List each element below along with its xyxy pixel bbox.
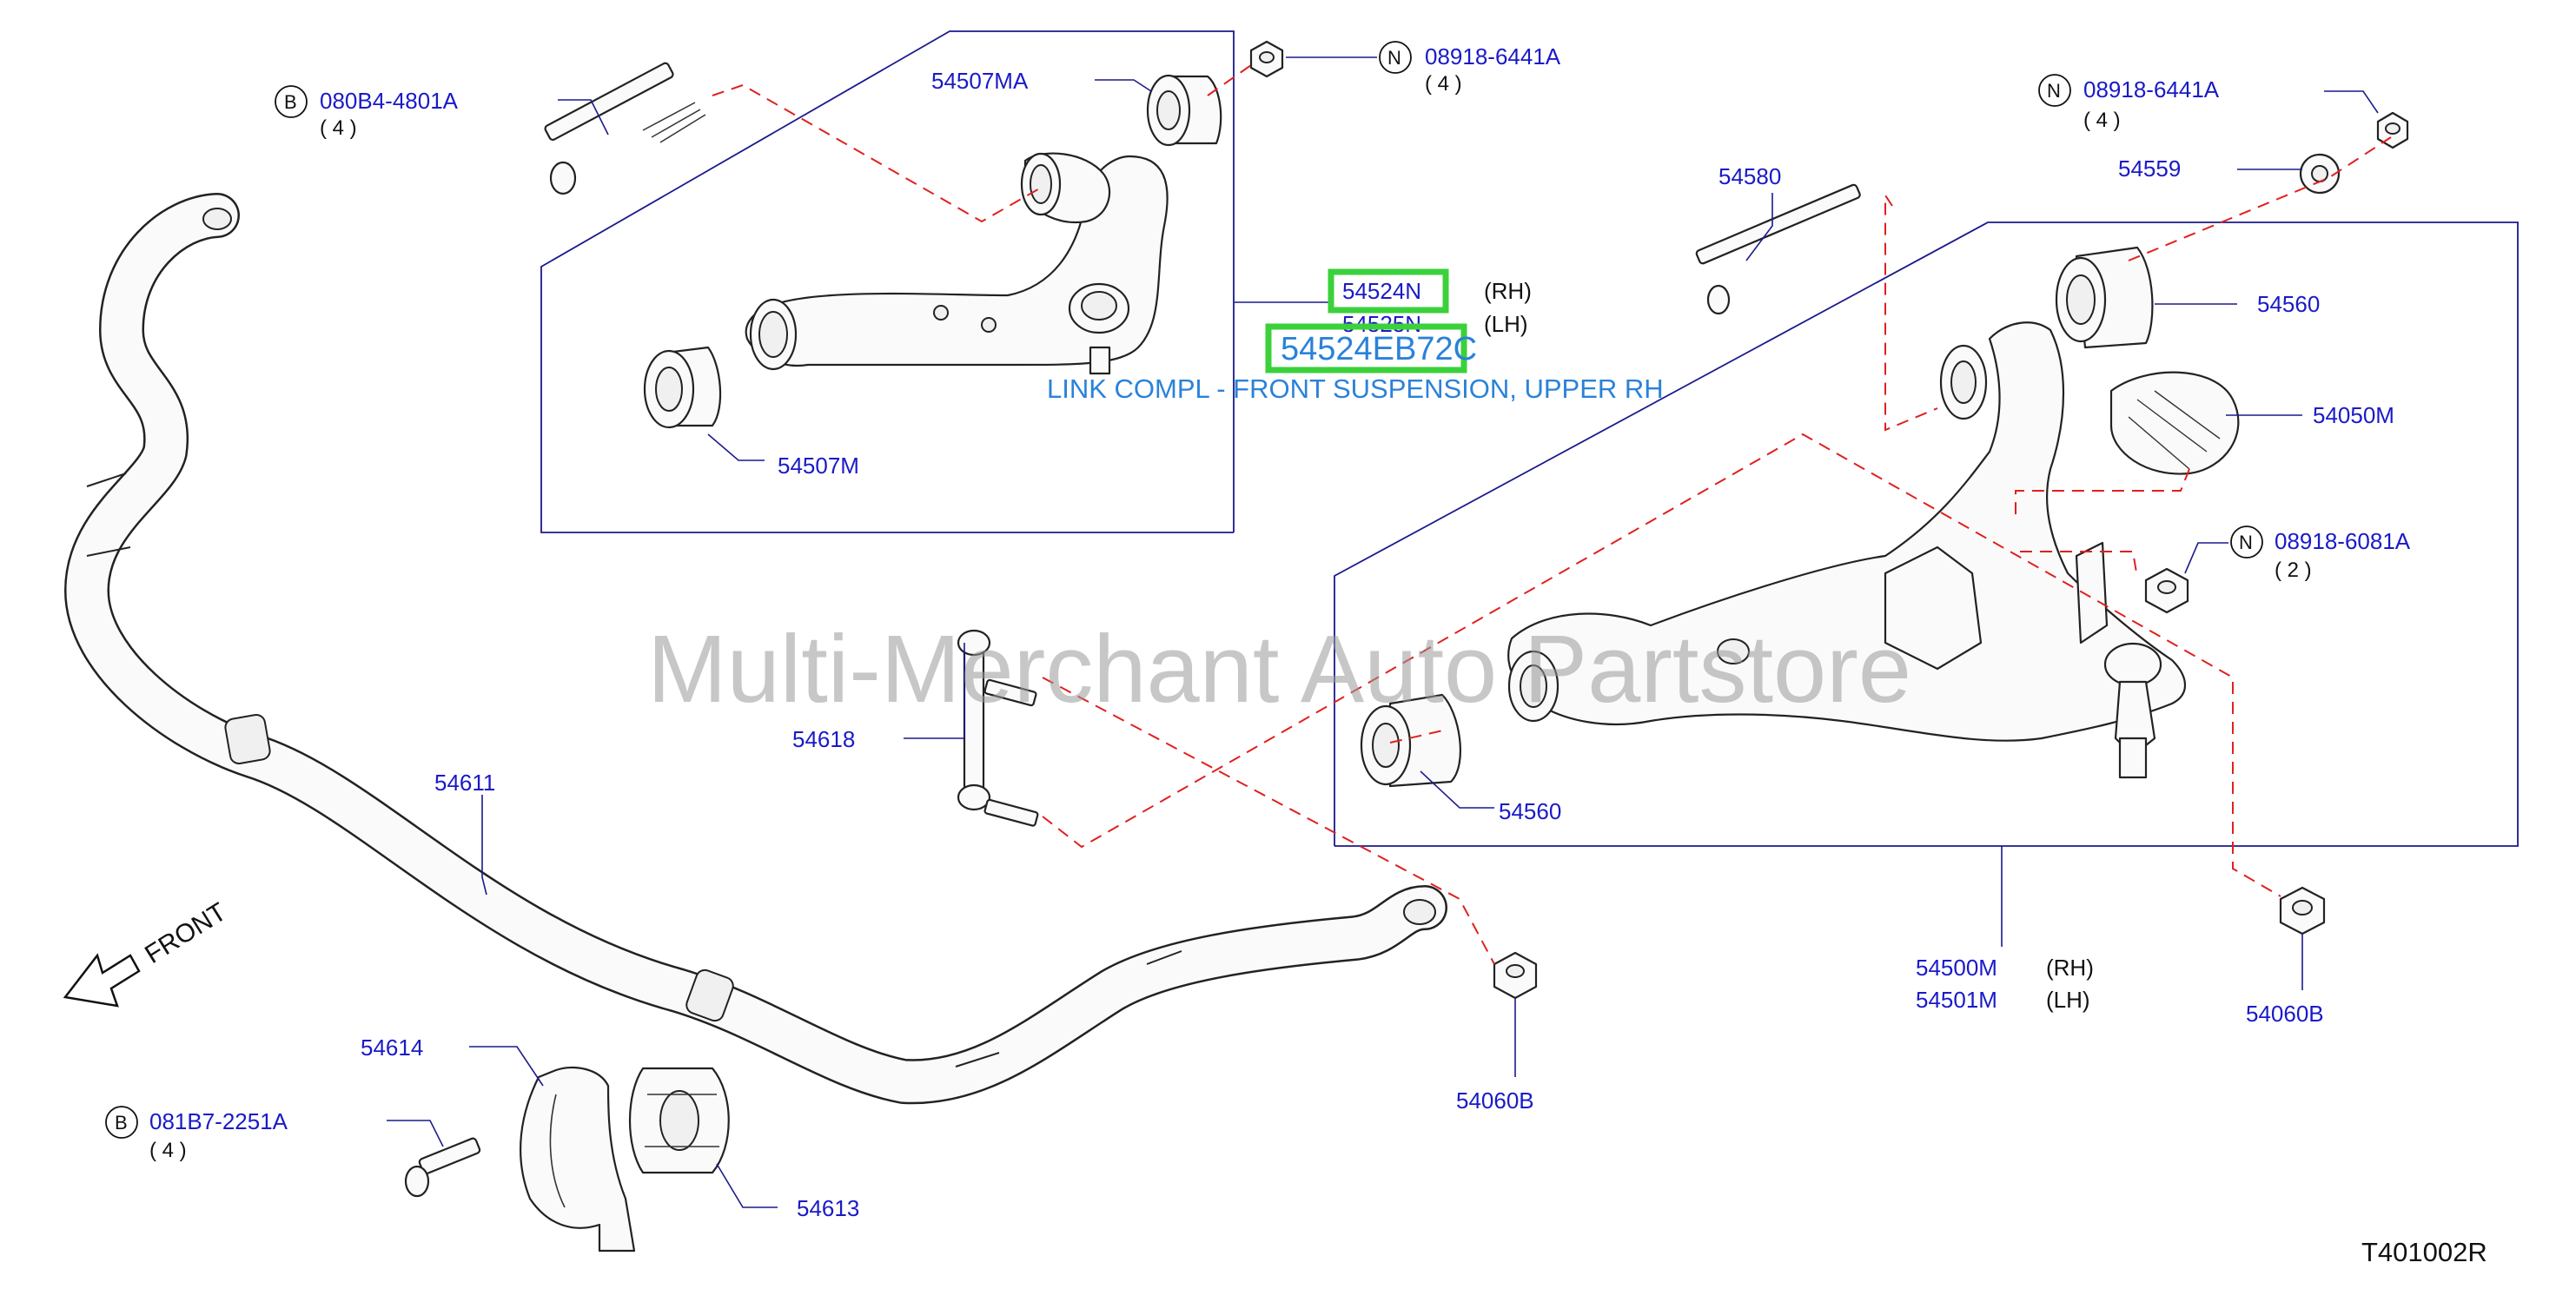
- prefix-circle-n-upper: [1379, 41, 1412, 74]
- prefix-circle-b-top: [275, 85, 308, 118]
- stabilizer-bar: [64, 193, 1447, 1105]
- callout-080B4[interactable]: 080B4-4801A: [320, 88, 459, 114]
- bolt-080B4: [544, 62, 706, 195]
- callout-54559[interactable]: 54559: [2118, 155, 2181, 182]
- callout-54500M[interactable]: 54500M: [1916, 955, 1997, 981]
- prefix-n-right: N: [2047, 80, 2061, 102]
- callout-n-upper-qty: ( 4 ): [1425, 72, 1462, 96]
- callout-54560-top[interactable]: 54560: [2257, 291, 2320, 317]
- callout-54060B-mid[interactable]: 54060B: [1456, 1087, 1534, 1114]
- highlight-box-54524N: [1328, 268, 1449, 314]
- callout-54050M[interactable]: 54050M: [2313, 402, 2394, 428]
- callout-54580[interactable]: 54580: [1718, 163, 1781, 189]
- prefix-n-6081: N: [2239, 532, 2253, 553]
- callout-54060B-right[interactable]: 54060B: [2246, 1001, 2324, 1027]
- callout-54524N[interactable]: 54524N: [1342, 278, 1421, 304]
- callout-54500M-side: (RH): [2046, 955, 2094, 981]
- callout-54618[interactable]: 54618: [792, 726, 855, 752]
- front-label: FRONT: [140, 897, 231, 969]
- boot-54050M: [2109, 371, 2240, 475]
- callout-54524N-side: (RH): [1484, 278, 1532, 304]
- dashed-lines: [712, 64, 2392, 965]
- upper-link-box: [540, 30, 1235, 533]
- callout-n-right[interactable]: 08918-6441A: [2083, 76, 2220, 102]
- callout-080B4-qty: ( 4 ): [320, 116, 357, 140]
- callout-54613[interactable]: 54613: [797, 1195, 859, 1221]
- callout-54611[interactable]: 54611: [434, 770, 495, 796]
- callout-081B7[interactable]: 081B7-2251A: [149, 1108, 288, 1134]
- prefix-circle-b-bottom: [105, 1106, 138, 1139]
- prefix-n-upper: N: [1387, 47, 1401, 69]
- watermark: Multi-Merchant Auto Partstore: [647, 616, 1911, 723]
- stabilizer-link-54618: [957, 629, 1039, 827]
- callout-n-6081[interactable]: 08918-6081A: [2275, 528, 2411, 554]
- nut-54060B-right: [2279, 886, 2326, 935]
- highlight-part-number[interactable]: 54524EB72C: [1281, 331, 1477, 367]
- bushing-54507M: [643, 346, 722, 429]
- nut-right-top: [2376, 111, 2409, 149]
- nut-upper: [1249, 40, 1284, 78]
- callout-n-right-qty: ( 4 ): [2083, 109, 2121, 132]
- prefix-b-top: B: [284, 91, 297, 113]
- bushing-54560-bottom: [1360, 693, 1461, 788]
- callout-54560-bottom[interactable]: 54560: [1499, 798, 1561, 824]
- bushing-54507MA: [1146, 74, 1222, 147]
- prefix-circle-n-right: [2038, 74, 2071, 107]
- lower-link-drawing: [1360, 111, 2409, 935]
- leader-lines: [387, 56, 2379, 1208]
- callout-54501M[interactable]: 54501M: [1916, 987, 1997, 1013]
- callout-54507M[interactable]: 54507M: [778, 453, 859, 479]
- bolt-081B7: [404, 1137, 481, 1198]
- callout-n-upper[interactable]: 08918-6441A: [1425, 43, 1561, 69]
- prefix-b-bottom: B: [115, 1112, 128, 1134]
- bushing-54613: [628, 1067, 730, 1174]
- bolt-54580: [1695, 183, 1861, 315]
- bushing-54560-top: [2055, 246, 2154, 349]
- callout-54501M-side: (LH): [2046, 987, 2090, 1013]
- upper-link-drawing: [544, 40, 1284, 429]
- bracket-54614: [519, 1067, 636, 1253]
- highlight-box-part-number: [1265, 323, 1467, 373]
- callout-54614[interactable]: 54614: [361, 1035, 423, 1061]
- callout-54525N-side: (LH): [1484, 311, 1528, 337]
- callout-081B7-qty: ( 4 ): [149, 1139, 187, 1162]
- drawing-code: T401002R: [2361, 1237, 2487, 1267]
- callout-n-6081-qty: ( 2 ): [2275, 559, 2312, 582]
- front-arrow: FRONT: [63, 897, 231, 1008]
- callout-54507MA[interactable]: 54507MA: [931, 68, 1029, 94]
- lower-link-box: [1334, 221, 2519, 847]
- nut-54060B-mid: [1493, 951, 1538, 1000]
- prefix-circle-n-6081: [2230, 526, 2263, 559]
- highlight-description: LINK COMPL - FRONT SUSPENSION, UPPER RH: [1047, 373, 1664, 404]
- nut-6081: [2144, 567, 2189, 614]
